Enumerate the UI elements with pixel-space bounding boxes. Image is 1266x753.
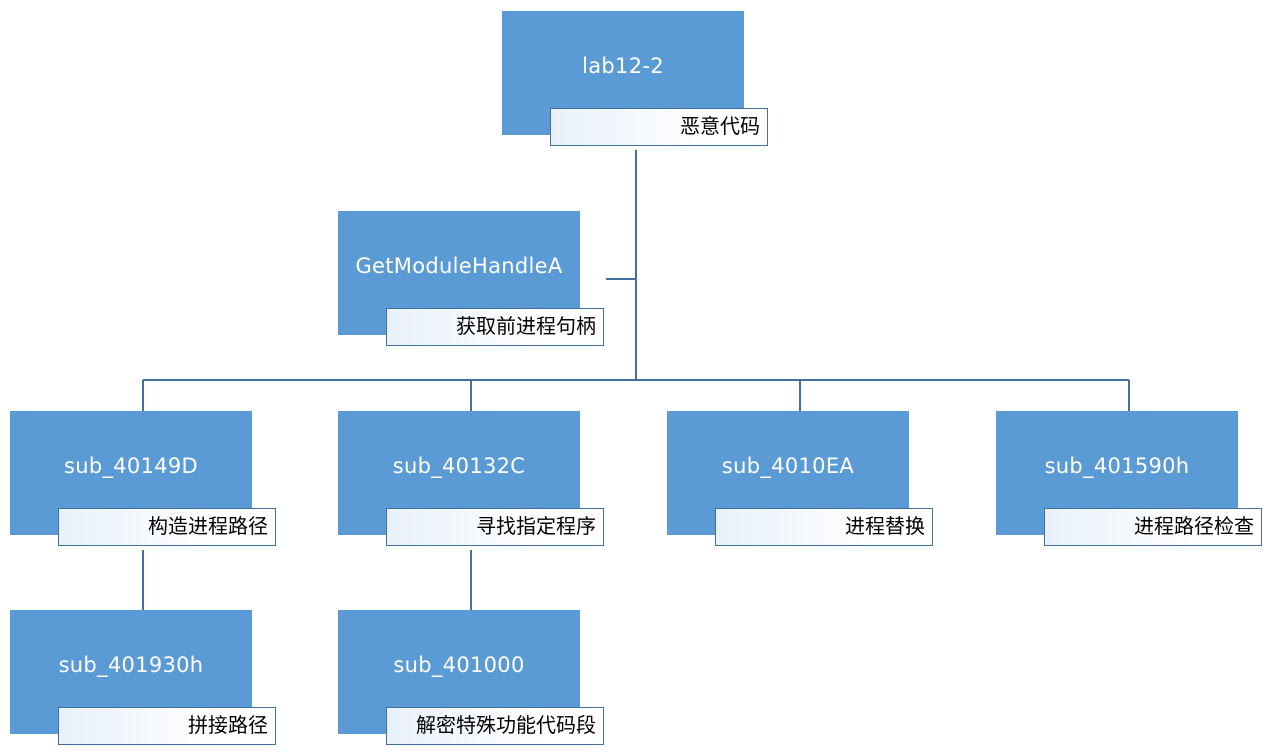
node-grandchild-2-title: sub_401000 — [393, 653, 525, 677]
node-branch-label: 获取前进程句柄 — [456, 314, 596, 338]
node-branch-label-box: 获取前进程句柄 — [386, 308, 604, 346]
node-grandchild-2-label-box: 解密特殊功能代码段 — [386, 707, 604, 745]
node-child-3-label-box: 进程替换 — [715, 508, 933, 546]
node-child-1-label-box: 构造进程路径 — [58, 508, 276, 546]
node-branch-title: GetModuleHandleA — [355, 254, 563, 278]
node-root-label-box: 恶意代码 — [550, 108, 768, 146]
node-grandchild-1-title: sub_401930h — [58, 653, 204, 677]
node-root-label: 恶意代码 — [680, 114, 760, 138]
node-child-2-label-box: 寻找指定程序 — [386, 508, 604, 546]
node-child-1-title: sub_40149D — [63, 454, 199, 478]
node-child-4-label: 进程路径检查 — [1134, 514, 1254, 538]
node-grandchild-1-label: 拼接路径 — [188, 713, 268, 737]
node-child-2-label: 寻找指定程序 — [476, 514, 596, 538]
node-grandchild-2-label: 解密特殊功能代码段 — [416, 713, 596, 737]
node-child-4-label-box: 进程路径检查 — [1044, 508, 1262, 546]
node-child-3-label: 进程替换 — [845, 514, 925, 538]
node-child-1-label: 构造进程路径 — [148, 514, 268, 538]
node-root-title: lab12-2 — [582, 54, 664, 78]
node-child-4-title: sub_401590h — [1044, 454, 1190, 478]
node-child-2-title: sub_40132C — [392, 454, 526, 478]
node-child-3-title: sub_4010EA — [721, 454, 855, 478]
node-grandchild-1-label-box: 拼接路径 — [58, 707, 276, 745]
